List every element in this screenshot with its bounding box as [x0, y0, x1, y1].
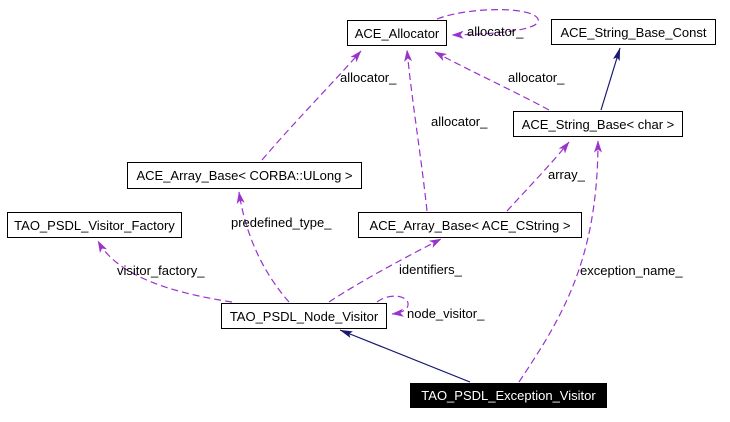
lbl-node-visitor: node_visitor_ — [407, 306, 485, 321]
node-ace-string-base-const[interactable]: ACE_String_Base_Const — [551, 19, 716, 45]
edge-exception-name — [518, 140, 602, 383]
node-tao-psdl-node-visitor[interactable]: TAO_PSDL_Node_Visitor — [221, 303, 387, 329]
lbl-exception-name: exception_name_ — [580, 263, 683, 278]
edge-stringbase-allocator — [434, 51, 550, 111]
edge-node-visitor-self — [376, 295, 409, 317]
lbl-allocator-ulong: allocator_ — [340, 70, 397, 85]
lbl-predefined-type: predefined_type_ — [231, 215, 332, 230]
edge-allocator-self — [436, 9, 539, 39]
edge-inherit-exception — [339, 329, 471, 383]
node-ace-array-base-ulong[interactable]: ACE_Array_Base< CORBA::ULong > — [127, 162, 362, 189]
edge-identifiers — [328, 238, 442, 303]
lbl-identifiers: identifiers_ — [399, 262, 462, 277]
edge-predefined-type — [236, 191, 290, 303]
edge-visitor-factory — [97, 240, 233, 303]
lbl-allocator-cstring: allocator_ — [431, 114, 488, 129]
edge-cstring-allocator — [404, 49, 428, 212]
edge-inherit-stringbase — [600, 47, 621, 111]
lbl-visitor-factory: visitor_factory_ — [117, 263, 205, 278]
edge-array — [506, 141, 570, 212]
edge-ulong-allocator — [261, 50, 362, 161]
lbl-allocator-loop: allocator_ — [467, 24, 524, 39]
node-ace-string-base-char[interactable]: ACE_String_Base< char > — [513, 111, 683, 137]
lbl-array: array_ — [548, 167, 585, 182]
node-tao-psdl-exception-visitor: TAO_PSDL_Exception_Visitor — [410, 383, 607, 408]
node-ace-array-base-cstring[interactable]: ACE_Array_Base< ACE_CString > — [358, 212, 582, 238]
node-ace-allocator[interactable]: ACE_Allocator — [347, 20, 447, 46]
node-tao-psdl-visitor-factory[interactable]: TAO_PSDL_Visitor_Factory — [7, 212, 182, 238]
lbl-allocator-string: allocator_ — [508, 70, 565, 85]
